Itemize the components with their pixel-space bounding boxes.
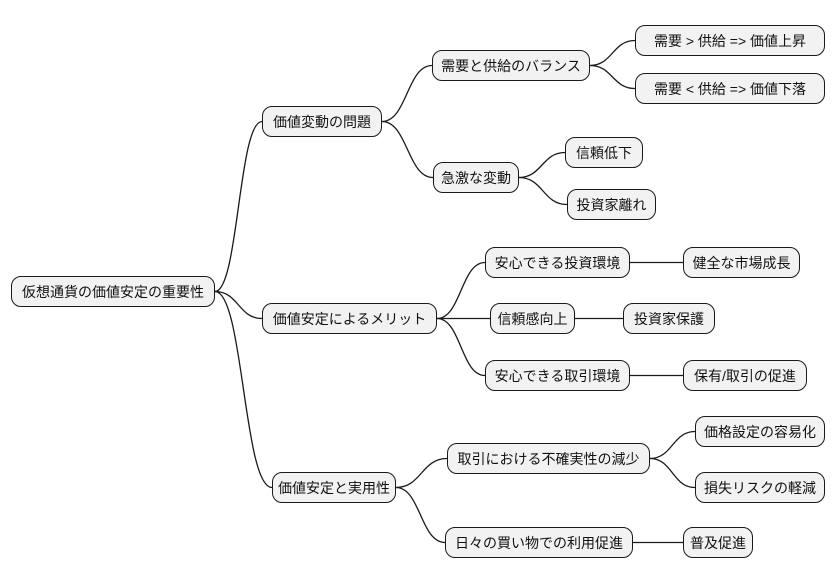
edge-root-b1 [214, 120, 263, 293]
diagram-node-b1c1a: 需要 > 供給 => 価値上昇 [635, 25, 825, 56]
edge-b1c2-b1c2a [518, 151, 566, 179]
diagram-node-b2c3a: 保有/取引の促進 [683, 360, 807, 391]
edge-b3c1-b3c1b [649, 457, 696, 489]
diagram-node-b1: 価値変動の問題 [262, 106, 382, 137]
diagram-node-b1c2b: 投資家離れ [567, 189, 656, 220]
diagram-node-b3c2a: 普及促進 [683, 527, 753, 558]
edge-b1-b1c2 [381, 120, 434, 179]
edge-b2-b2c3 [436, 317, 486, 377]
edge-b3c1-b3c1a [649, 430, 696, 460]
edge-b2-b2c1 [436, 261, 486, 320]
diagram-node-b2c1: 安心できる投資環境 [485, 247, 630, 278]
diagram-node-b1c1b: 需要 < 供給 => 価値下落 [635, 73, 825, 104]
diagram-node-b3c1: 取引における不確実性の減少 [447, 443, 650, 474]
diagram-node-b3c1a: 価格設定の容易化 [695, 416, 825, 447]
edge-b3-b3c2 [395, 486, 446, 544]
diagram-node-b2c2a: 投資家保護 [623, 303, 715, 334]
diagram-node-b3c2: 日々の買い物での利用促進 [445, 527, 633, 558]
diagram-node-root: 仮想通貨の価値安定の重要性 [11, 276, 215, 307]
diagram-node-b1c1: 需要と供給のバランス [432, 50, 590, 81]
edge-b1c1-b1c1b [589, 64, 636, 90]
diagram-node-b2c2: 信頼感向上 [490, 303, 575, 334]
diagram-node-b1c2: 急激な変動 [433, 162, 519, 193]
diagram-node-b3c1b: 損失リスクの軽減 [695, 472, 825, 503]
diagram-node-b2: 価値安定によるメリット [262, 303, 437, 334]
edge-b3-b3c1 [395, 457, 448, 489]
diagram-node-b2c1a: 健全な市場成長 [683, 247, 800, 278]
diagram-node-b2c3: 安心できる取引環境 [485, 360, 630, 391]
edge-b1-b1c1 [381, 64, 433, 123]
edge-root-b2 [214, 290, 263, 320]
edge-root-b3 [214, 290, 273, 489]
edge-b1c1-b1c1a [589, 39, 636, 67]
diagram-node-b3: 価値安定と実用性 [272, 472, 396, 503]
diagram-node-b1c2a: 信頼低下 [565, 137, 643, 168]
edge-b1c2-b1c2b [518, 176, 568, 206]
